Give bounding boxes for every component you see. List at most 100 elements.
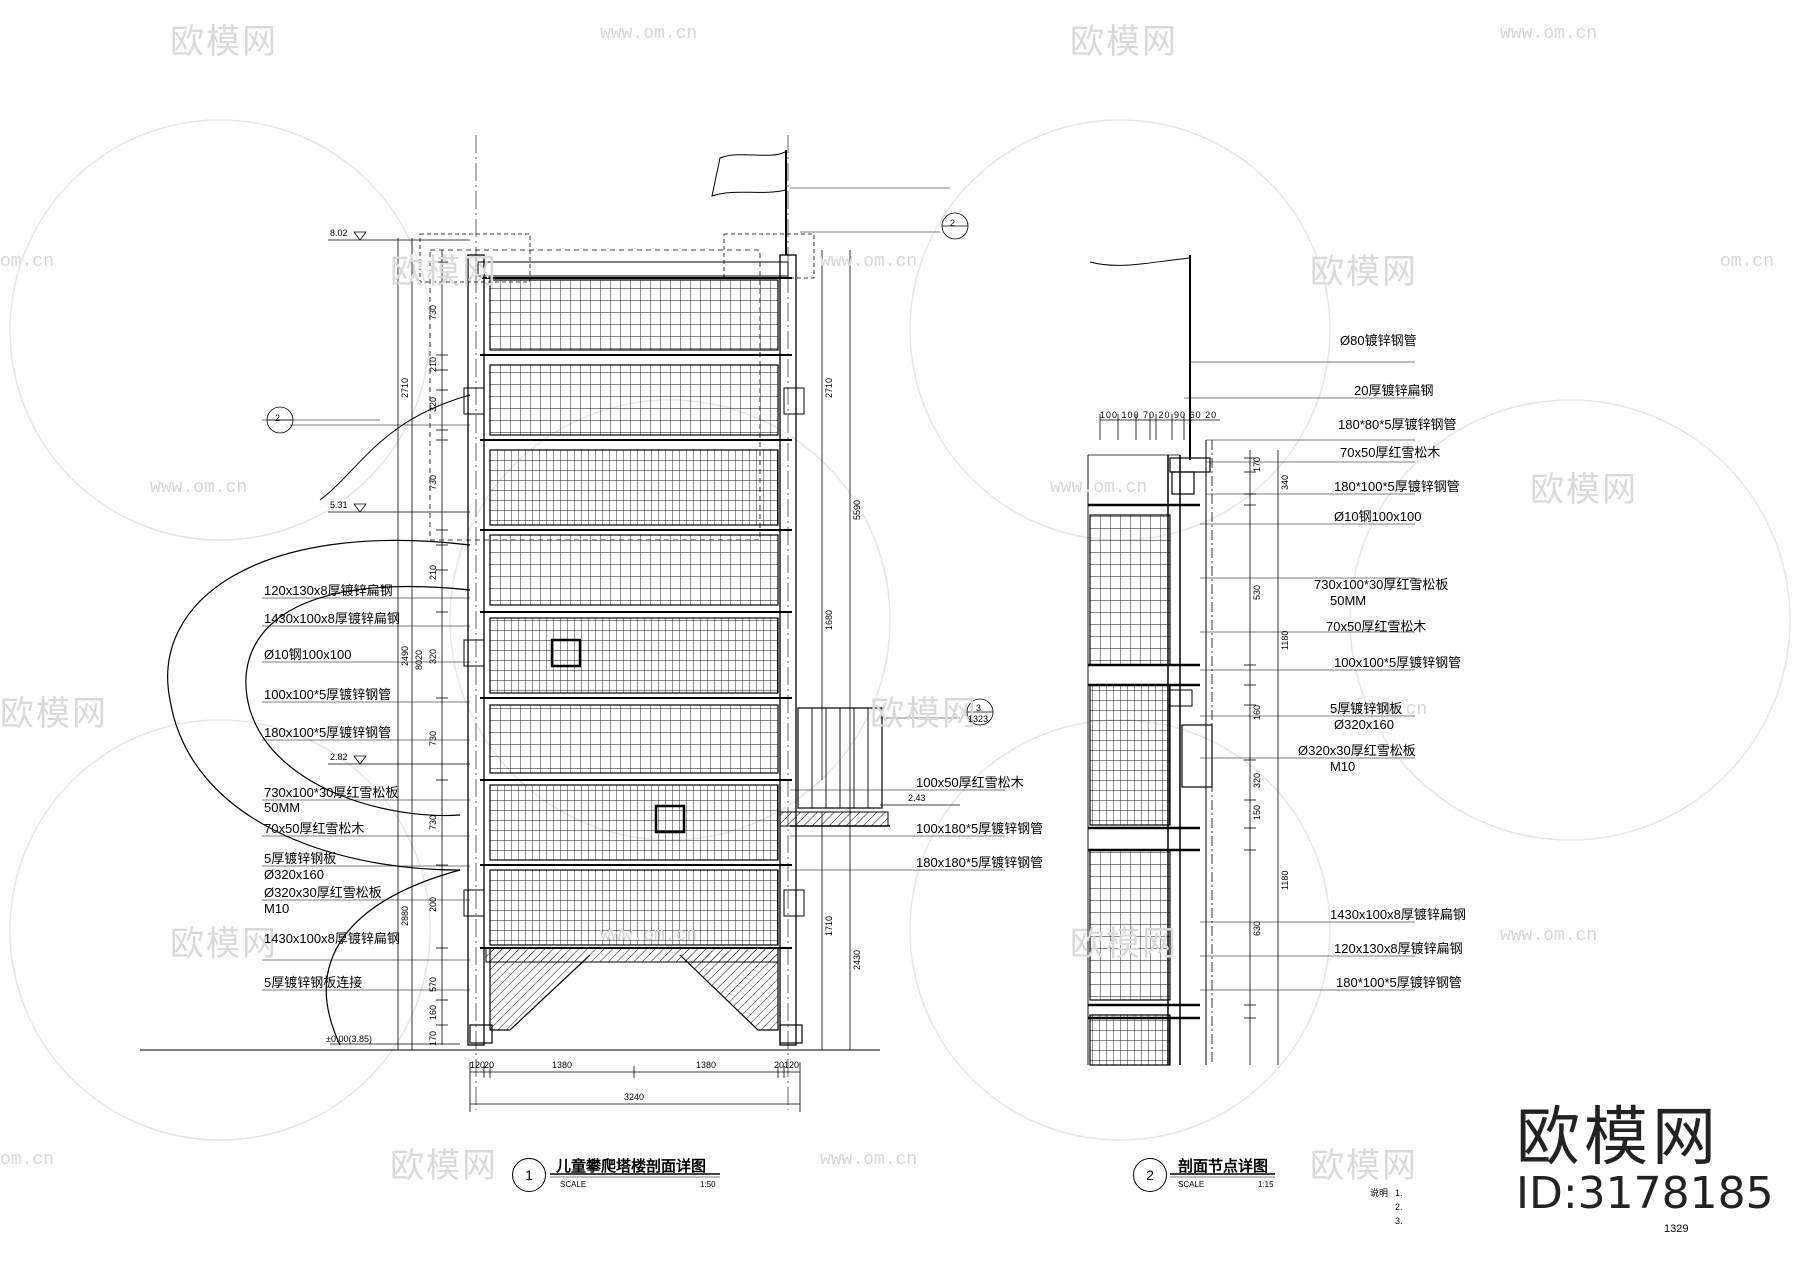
drawing-title: 儿童攀爬塔楼剖面详图 <box>556 1157 707 1175</box>
dim-text: 730 <box>428 474 438 490</box>
callout-label: 100x50厚红雪松木 <box>916 775 1024 790</box>
dim-overall: 2430 <box>852 949 862 970</box>
watermark-logo: 欧模网 <box>170 22 278 62</box>
watermark-url: www.om.cn <box>1500 24 1598 44</box>
dim-overall: 2710 <box>400 377 410 398</box>
callout-label: 70x50厚红雪松木 <box>1340 445 1441 460</box>
watermark-url: om.cn <box>0 252 55 272</box>
callout-label: Ø320x30厚红雪松板 <box>264 885 382 900</box>
dim-text: 1380 <box>696 1060 717 1070</box>
level-mark: 5.31 <box>330 500 348 510</box>
watermark-logo: 欧模网 <box>0 694 108 734</box>
dim-text: 320 <box>428 648 438 664</box>
scale-value: 1:50 <box>700 1180 716 1189</box>
notes-line: 1. <box>1395 1188 1403 1198</box>
callout-label: 70x50厚红雪松木 <box>1326 619 1427 634</box>
dim-overall: 2880 <box>400 905 410 926</box>
callout-label: 180*100*5厚镀锌钢管 <box>1336 975 1462 990</box>
callout-label: 180*100*5厚镀锌钢管 <box>1334 479 1460 494</box>
dim-overall: 1710 <box>824 915 834 936</box>
ref-tag: 2 <box>950 218 956 228</box>
level-mark: 2.82 <box>330 752 348 762</box>
node-section <box>1087 255 1415 1066</box>
watermark-logo: 欧模网 <box>390 252 498 292</box>
watermark-url: www.om.cn <box>820 252 918 272</box>
brand-id: ID:3178185 <box>1516 1168 1774 1219</box>
scale-value: 1:15 <box>1258 1180 1274 1189</box>
dim-text: 150 <box>1252 804 1262 820</box>
dim-overall: 340 <box>1280 474 1290 490</box>
level-mark: ±0.00(3.85) <box>326 1034 372 1044</box>
watermark-logo: 欧模网 <box>1530 470 1638 510</box>
dim-overall: 8020 <box>414 649 424 670</box>
watermark-url: www.om.cn <box>600 24 698 44</box>
watermark-logo: 欧模网 <box>390 1146 498 1186</box>
dim-text: 200 <box>428 896 438 912</box>
notes-line: 2. <box>1395 1202 1403 1212</box>
callout-label: 180x180*5厚镀锌钢管 <box>916 855 1044 870</box>
notes-line: 3. <box>1395 1216 1403 1226</box>
dim-text: 20 <box>774 1060 785 1070</box>
callout-label: Ø320x160 <box>1334 717 1394 732</box>
watermark-url: www.om.cn <box>1500 926 1598 946</box>
watermark-url: www.om.cn <box>820 1150 918 1170</box>
callout-label: Ø320x30厚红雪松板 <box>1298 743 1416 758</box>
watermark-url: om.cn <box>0 1150 55 1170</box>
dim-text: 100 100 70 20 90 60 20 <box>1100 410 1218 420</box>
callout-label: 100x100*5厚镀锌钢管 <box>1334 655 1462 670</box>
dim-text: 730 <box>428 814 438 830</box>
callout-label: 1430x100x8厚镀锌扁钢 <box>264 931 400 946</box>
watermark-logo: 欧模网 <box>1310 252 1418 292</box>
dim-overall: 5590 <box>852 499 862 520</box>
callout-label: Ø80镀锌钢管 <box>1340 333 1417 348</box>
callout-label: Ø10钢100x100 <box>1334 509 1422 524</box>
watermark-url: om.cn <box>1720 252 1775 272</box>
drawing-number: 1 <box>512 1158 546 1192</box>
dim-text: 320 <box>428 396 438 412</box>
dim-text: 160 <box>428 1004 438 1020</box>
watermark-logo: 欧模网 <box>170 924 278 964</box>
callout-label: 20厚镀锌扁钢 <box>1354 383 1434 398</box>
callout-label: 120x130x8厚镀锌扁钢 <box>1334 941 1463 956</box>
dim-overall: 1180 <box>1280 630 1290 650</box>
dim-text: 160 <box>1252 704 1262 720</box>
callout-label: 1430x100x8厚镀锌扁钢 <box>1330 907 1466 922</box>
tower-section <box>140 135 1005 1112</box>
dim-text: 630 <box>1252 920 1262 936</box>
callout-label: M10 <box>1330 759 1356 774</box>
dim-text: 210 <box>428 564 438 580</box>
dim-text: 170 <box>428 1030 438 1046</box>
notes-label: 说明 <box>1370 1188 1389 1198</box>
callout-label: 5厚镀锌钢板连接 <box>264 975 363 990</box>
ref-tag: 3 <box>976 703 982 713</box>
watermark-url: www.om.cn <box>1330 700 1428 720</box>
callout-label: 180x100*5厚镀锌钢管 <box>264 725 392 740</box>
watermark-url: www.om.cn <box>150 478 248 498</box>
dim-overall: 1680 <box>824 609 834 630</box>
callout-label: M10 <box>264 901 290 916</box>
callout-label: 70x50厚红雪松木 <box>264 821 365 836</box>
watermark-logo: 欧模网 <box>1310 1146 1418 1186</box>
level-mark: 8.02 <box>330 228 348 238</box>
drawing-number: 2 <box>1133 1158 1167 1192</box>
watermark-logo: 欧模网 <box>1070 22 1178 62</box>
ref-tag: 2 <box>275 413 281 423</box>
dim-text: 210 <box>428 356 438 372</box>
dim-text: 120 <box>470 1060 486 1070</box>
callout-label: 1430x100x8厚镀锌扁钢 <box>264 611 400 626</box>
brand-logo-text: 欧模网 <box>1516 1101 1720 1175</box>
watermark-logo: 欧模网 <box>870 694 978 734</box>
sheet-number: 1329 <box>1664 1223 1689 1235</box>
dim-text: 530 <box>1252 584 1262 600</box>
ref-tag: 1323 <box>968 714 989 724</box>
callout-label: 50MM <box>1330 593 1367 608</box>
callout-label: 730x100*30厚红雪松板 <box>1314 577 1449 592</box>
callout-label: 180*80*5厚镀锌钢管 <box>1338 417 1457 432</box>
watermark-url: www.om.cn <box>600 926 698 946</box>
level-mark: 2.43 <box>908 793 926 803</box>
dim-text: 120 <box>784 1060 800 1070</box>
callout-label: 100x100*5厚镀锌钢管 <box>264 687 392 702</box>
callout-label: 50MM <box>264 800 301 815</box>
